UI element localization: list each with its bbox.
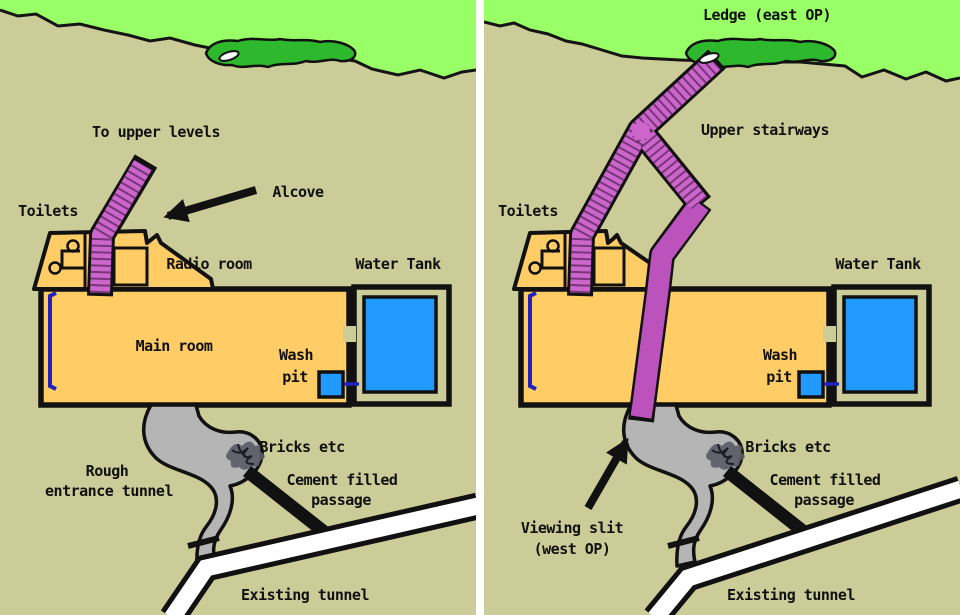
left-panel-diagram: To upper levels Toilets Alcove Radio roo… [0, 0, 476, 615]
toilet-partition-steps [540, 249, 564, 270]
viewing-passage [630, 197, 709, 419]
label-ledge-east-op: Ledge (east OP) [703, 6, 831, 24]
stairway-junction-landing [632, 122, 650, 140]
grass-ledge [204, 37, 357, 69]
ledge-opening-slit [698, 52, 720, 64]
label-wash-pit-1: Wash [763, 346, 797, 364]
label-alcove: Alcove [272, 183, 324, 201]
label-cement-1: Cement filled [770, 471, 881, 489]
radio-room-inner-wall [112, 246, 149, 287]
cement-filled-passage [242, 465, 342, 548]
rough-entrance-tunnel [622, 403, 744, 568]
label-wash-pit-2: pit [766, 368, 792, 386]
label-cement-2: passage [794, 491, 854, 509]
label-water-tank: Water Tank [355, 255, 441, 273]
inner-wall-box [592, 246, 626, 287]
label-viewing-slit-1: Viewing slit [521, 519, 623, 537]
wall-door-gap [823, 326, 836, 342]
rough-entrance-tunnel [142, 403, 264, 568]
label-existing-tunnel: Existing tunnel [241, 586, 369, 604]
bricks-rubble-scribble [711, 443, 735, 465]
cement-filled-passage [722, 465, 823, 549]
label-cement-1: Cement filled [287, 471, 398, 489]
main-room-door [48, 291, 57, 391]
label-viewing-slit-2: (west OP) [534, 540, 611, 558]
label-rough-1: Rough [86, 462, 129, 480]
label-wash-pit-2: pit [282, 368, 308, 386]
wash-pit [317, 370, 345, 399]
label-bricks-etc: Bricks etc [259, 438, 344, 456]
ground-surface-line [484, 20, 960, 83]
water-tank [362, 295, 438, 394]
label-cement-2: passage [311, 491, 371, 509]
label-wash-pit-1: Wash [279, 346, 313, 364]
main-room [38, 286, 352, 408]
wall-door-gap [343, 326, 356, 342]
label-to-upper-levels: To upper levels [92, 123, 220, 141]
viewing-slit-arrow [584, 437, 630, 510]
toilet-partition-steps [60, 249, 84, 270]
main-room [518, 286, 832, 408]
label-upper-stairways: Upper stairways [701, 121, 829, 139]
label-toilets: Toilets [498, 202, 558, 220]
existing-tunnel-bore [164, 497, 476, 615]
ledge-opening-slit [218, 50, 240, 62]
stairway-branch-rungs [632, 123, 707, 210]
label-main-room: Main room [136, 337, 213, 355]
water-tank [842, 295, 918, 394]
label-water-tank: Water Tank [835, 255, 921, 273]
label-bricks-etc: Bricks etc [745, 438, 830, 456]
right-panel-diagram: Ledge (east OP) Upper stairways Toilets … [484, 0, 960, 615]
label-rough-2: entrance tunnel [45, 482, 173, 500]
tunnel-gate-line [667, 535, 700, 549]
tunnel-gate-line [187, 535, 220, 549]
upper-stairway [570, 54, 721, 294]
alcove-arrow [163, 186, 258, 223]
main-room-door [528, 291, 537, 391]
label-existing-tunnel: Existing tunnel [727, 586, 855, 604]
grass-ledge [684, 37, 837, 69]
bricks-rubble-scribble [231, 443, 255, 465]
stairway-to-upper-levels [90, 159, 152, 294]
label-toilets: Toilets [18, 202, 78, 220]
existing-tunnel-bore [648, 480, 960, 615]
label-radio-room: Radio room [166, 255, 252, 273]
wash-pit [797, 370, 825, 399]
